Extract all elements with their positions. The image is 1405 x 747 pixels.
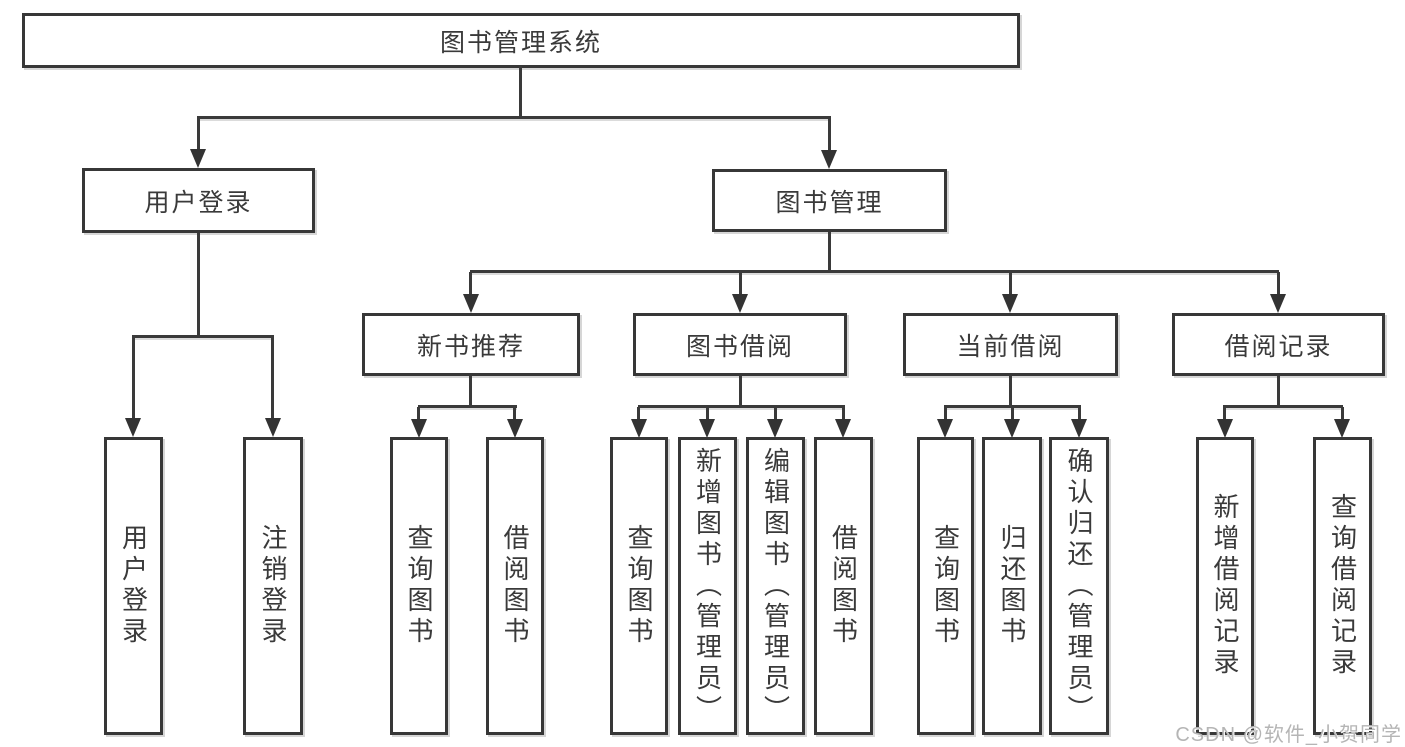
leaf-label: 借阅图书 [828, 524, 859, 648]
leaf-query-borrow-record: 查询借阅记录 [1313, 437, 1372, 735]
connector-borrow-records-stem [1277, 376, 1280, 407]
leaf-label: 归还图书 [997, 524, 1027, 648]
connector-drop-book-borrow [739, 272, 742, 295]
csdn-watermark: CSDN @软件_小贺同学 [1175, 724, 1402, 746]
leaf-query-books-3: 查询图书 [917, 437, 974, 735]
connector-drop-leaf [944, 407, 947, 421]
connector-drop-leaf [271, 336, 274, 420]
connector-book-borrow-branch [638, 405, 845, 408]
arrow-down-icon [411, 419, 427, 438]
node-root: 图书管理系统 [22, 13, 1020, 68]
arrow-down-icon [125, 418, 141, 437]
arrow-down-icon [732, 294, 748, 313]
arrow-down-icon [190, 149, 206, 168]
connector-user-login-branch [132, 335, 274, 338]
leaf-label: 查询图书 [930, 524, 961, 648]
leaf-add-books-admin: 新增图书（管理员） [678, 437, 737, 735]
leaf-borrow-books-1: 借阅图书 [486, 437, 544, 735]
connector-drop-leaf [1223, 407, 1226, 421]
arrow-down-icon [699, 419, 715, 438]
node-book-mgmt: 图书管理 [712, 169, 947, 232]
arrow-down-icon [821, 150, 837, 169]
connector-drop-leaf [132, 336, 135, 420]
arrow-down-icon [507, 419, 523, 438]
leaf-user-login: 用户登录 [104, 437, 163, 735]
arrow-down-icon [1071, 419, 1087, 438]
connector-level2-branch [197, 116, 831, 119]
leaf-label: 新增图书（管理员） [692, 446, 723, 726]
arrow-down-icon [265, 418, 281, 437]
arrow-down-icon [463, 294, 479, 313]
leaf-query-books-2: 查询图书 [610, 437, 668, 735]
connector-drop-leaf [774, 407, 777, 421]
arrow-down-icon [1270, 294, 1286, 313]
arrow-down-icon [1334, 419, 1350, 438]
leaf-return-books: 归还图书 [982, 437, 1042, 735]
connector-current-borrow-branch [944, 405, 1081, 408]
node-user-login: 用户登录 [82, 168, 315, 233]
connector-drop-leaf [417, 407, 420, 421]
connector-drop-borrow-records [1277, 272, 1280, 295]
node-current-borrow: 当前借阅 [903, 313, 1118, 376]
connector-new-books-stem [469, 376, 472, 407]
leaf-label: 确认归还（管理员） [1064, 446, 1094, 726]
arrow-down-icon [1004, 419, 1020, 438]
leaf-label: 查询图书 [624, 524, 654, 648]
leaf-edit-books-admin: 编辑图书（管理员） [746, 437, 805, 735]
connector-book-borrow-stem [739, 376, 742, 407]
leaf-label: 新增借阅记录 [1210, 493, 1240, 679]
node-borrow-records: 借阅记录 [1172, 313, 1385, 376]
leaf-confirm-return-admin: 确认归还（管理员） [1049, 437, 1109, 735]
connector-drop-leaf [513, 407, 516, 421]
connector-drop-leaf [637, 407, 640, 421]
connector-drop-leaf [706, 407, 709, 421]
connector-level3-branch [470, 270, 1279, 273]
arrow-down-icon [937, 419, 953, 438]
leaf-label: 查询图书 [404, 524, 434, 648]
connector-current-borrow-stem [1009, 376, 1012, 407]
leaf-logout: 注销登录 [243, 437, 303, 735]
arrow-down-icon [1002, 294, 1018, 313]
arrow-down-icon [767, 419, 783, 438]
connector-drop-current-borrow [1009, 272, 1012, 295]
leaf-query-books-1: 查询图书 [390, 437, 448, 735]
connector-borrow-records-branch [1223, 405, 1343, 408]
leaf-borrow-books-2: 借阅图书 [814, 437, 873, 735]
arrow-down-icon [1217, 419, 1233, 438]
arrow-down-icon [835, 419, 851, 438]
leaf-label: 注销登录 [258, 524, 288, 648]
leaf-add-borrow-record: 新增借阅记录 [1196, 437, 1254, 735]
connector-drop-book-mgmt [828, 117, 831, 151]
leaf-label: 用户登录 [118, 524, 149, 648]
arrow-down-icon [631, 419, 647, 438]
connector-new-books-branch [418, 405, 517, 408]
leaf-label: 查询借阅记录 [1327, 493, 1358, 679]
connector-drop-leaf [842, 407, 845, 421]
leaf-label: 借阅图书 [500, 524, 530, 648]
connector-user-login-stem [197, 233, 200, 336]
connector-book-mgmt-stem [828, 232, 831, 272]
leaf-label: 编辑图书（管理员） [760, 446, 791, 726]
connector-drop-new-books [469, 272, 472, 295]
node-book-borrow: 图书借阅 [633, 313, 847, 376]
connector-drop-user-login [197, 117, 200, 150]
connector-drop-leaf [1011, 407, 1014, 421]
node-new-books: 新书推荐 [362, 313, 580, 376]
connector-drop-leaf [1341, 407, 1344, 421]
connector-root-stem [519, 66, 522, 117]
connector-drop-leaf [1078, 407, 1081, 421]
